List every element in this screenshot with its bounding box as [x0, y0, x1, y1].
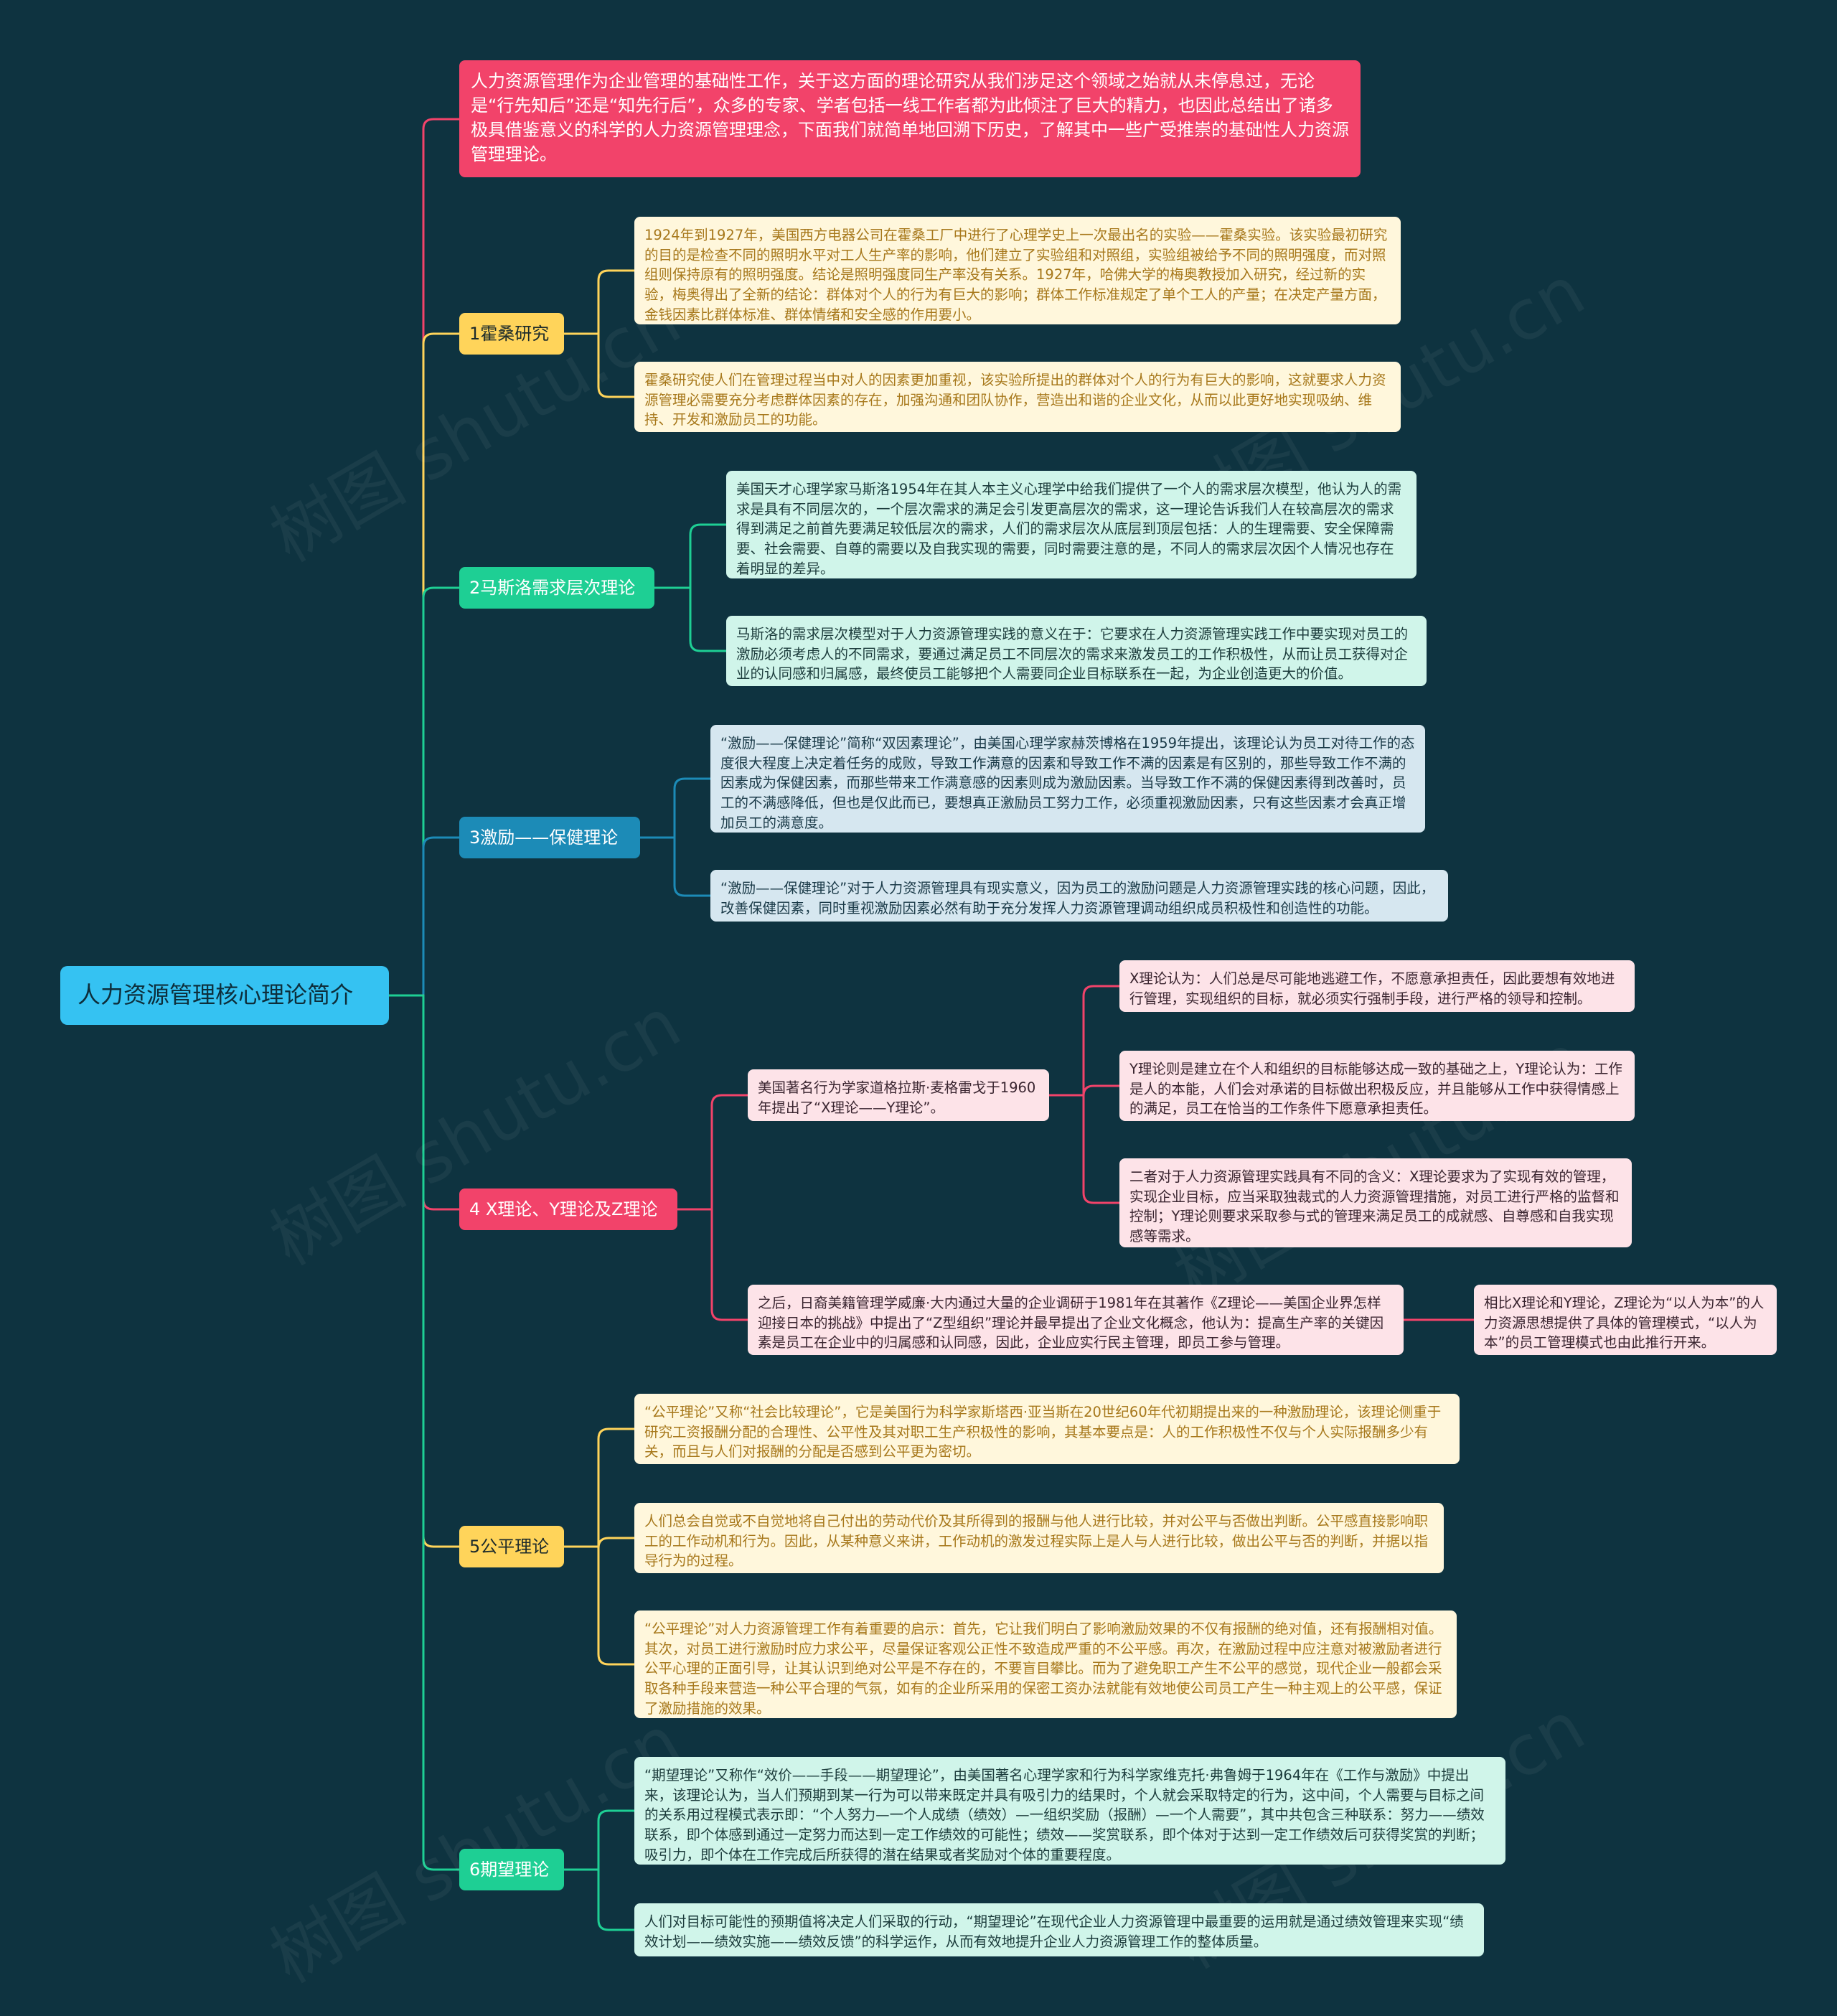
connector-maslow-notes-1 — [689, 586, 728, 652]
branch-equity[interactable]: 5公平理论 — [459, 1526, 564, 1567]
branch-expectancy[interactable]: 6期望理论 — [459, 1849, 564, 1890]
connector-xyz — [422, 994, 461, 1211]
ouchi-node[interactable]: 之后，日裔美籍管理学威廉·大内通过大量的企业调研于1981年在其著作《Z理论——… — [748, 1285, 1404, 1355]
xy-comparison-note[interactable]: 二者对于人力资源管理实践具有不同的含义：X理论要求为了实现有效的管理，实现企业目… — [1119, 1158, 1632, 1247]
connector-hawthorne-notes-0 — [597, 269, 636, 335]
equity-note-1[interactable]: “公平理论”又称“社会比较理论”，它是美国行为科学家斯塔西·亚当斯在20世纪60… — [634, 1394, 1460, 1464]
connector-mcgregor-notes-2 — [1082, 1094, 1121, 1204]
z-theory-note[interactable]: 相比X理论和Y理论，Z理论为“以人为本”的人力资源思想提供了具体的管理模式，“以… — [1474, 1285, 1777, 1355]
connector-expectancy — [422, 994, 461, 1871]
mcgregor-node[interactable]: 美国著名行为学家道格拉斯·麦格雷戈于1960年提出了“X理论——Y理论”。 — [748, 1069, 1049, 1121]
hawthorne-note-1[interactable]: 1924年到1927年，美国西方电器公司在霍桑工厂中进行了心理学史上一次最出名的… — [634, 217, 1401, 324]
connector-expectancy-notes-1 — [597, 1868, 636, 1931]
equity-note-2[interactable]: 人们总会自觉或不自觉地将自己付出的劳动代价及其所得到的报酬与他人进行比较，并对公… — [634, 1503, 1444, 1573]
branch-hawthorne[interactable]: 1霍桑研究 — [459, 313, 564, 355]
expectancy-note-2[interactable]: 人们对目标可能性的预期值将决定人们采取的行动，“期望理论”在现代企业人力资源管理… — [634, 1903, 1484, 1956]
connector-motivation — [422, 836, 461, 997]
connector-motivation-notes-0 — [673, 777, 712, 839]
connector-intro — [422, 118, 461, 997]
maslow-note-2[interactable]: 马斯洛的需求层次模型对于人力资源管理实践的意义在于：它要求在人力资源管理实践工作… — [726, 616, 1427, 686]
branch-motivation-hygiene[interactable]: 3激励——保健理论 — [459, 817, 640, 858]
connector-equity-notes-1 — [597, 1537, 636, 1549]
connector-mcgregor-notes-1 — [1082, 1084, 1121, 1097]
equity-note-3[interactable]: “公平理论”对人力资源管理工作有着重要的启示：首先，它让我们明白了影响激励效果的… — [634, 1611, 1457, 1718]
connector-hawthorne — [422, 332, 461, 997]
intro-node[interactable]: 人力资源管理作为企业管理的基础性工作，关于这方面的理论研究从我们涉足这个领域之始… — [459, 60, 1361, 177]
connector-expectancy-notes-0 — [597, 1809, 636, 1871]
connector-xyz-children-0 — [710, 1094, 749, 1211]
connector-mcgregor-notes-0 — [1082, 985, 1121, 1097]
y-theory-note[interactable]: Y理论则是建立在个人和组织的目标能够达成一致的基础之上，Y理论认为：工作是人的本… — [1119, 1051, 1635, 1121]
connector-equity-notes-2 — [597, 1545, 636, 1666]
connector-hawthorne-notes-1 — [597, 332, 636, 398]
hawthorne-note-2[interactable]: 霍桑研究使人们在管理过程当中对人的因素更加重视，该实验所提出的群体对个人的行为有… — [634, 362, 1401, 432]
x-theory-note[interactable]: X理论认为：人们总是尽可能地逃避工作，不愿意承担责任，因此要想有效地进行管理，实… — [1119, 960, 1635, 1012]
maslow-note-1[interactable]: 美国天才心理学家马斯洛1954年在其人本主义心理学中给我们提供了一个人的需求层次… — [726, 471, 1416, 578]
branch-maslow[interactable]: 2马斯洛需求层次理论 — [459, 567, 654, 609]
connector-equity — [422, 994, 461, 1548]
connector-equity-notes-0 — [597, 1427, 636, 1548]
root-topic[interactable]: 人力资源管理核心理论简介 — [60, 966, 389, 1025]
expectancy-note-1[interactable]: “期望理论”又称作“效价——手段——期望理论”，由美国著名心理学家和行为科学家维… — [634, 1757, 1505, 1865]
connector-motivation-notes-1 — [673, 836, 712, 897]
connector-maslow — [422, 586, 461, 997]
branch-xyz-theory[interactable]: 4 X理论、Y理论及Z理论 — [459, 1188, 677, 1230]
connector-xyz-children-1 — [710, 1208, 749, 1321]
motivation-note-2[interactable]: “激励——保健理论”对于人力资源管理具有现实意义，因为员工的激励问题是人力资源管… — [710, 870, 1448, 922]
motivation-note-1[interactable]: “激励——保健理论”简称“双因素理论”，由美国心理学家赫茨博格在1959年提出，… — [710, 725, 1425, 833]
connector-maslow-notes-0 — [689, 523, 728, 589]
